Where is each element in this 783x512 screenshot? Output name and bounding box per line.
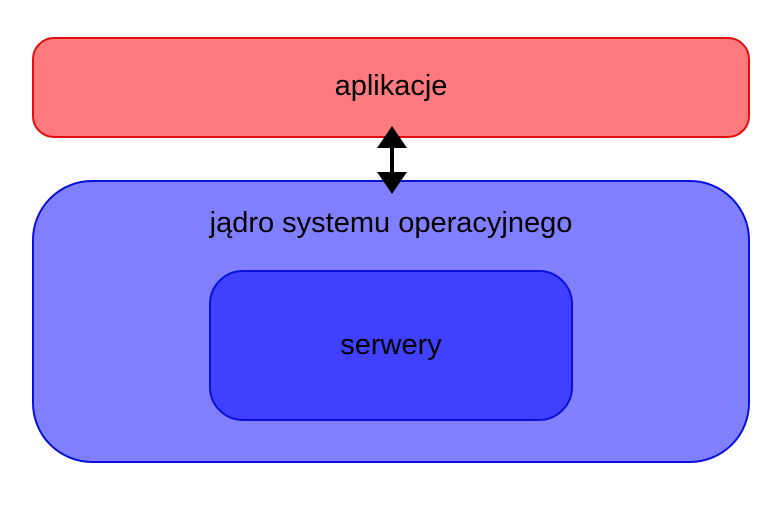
servers-layer: serwery [209, 270, 573, 421]
kernel-layer: jądro systemu operacyjnego serwery [32, 180, 750, 463]
servers-label: serwery [340, 329, 442, 361]
applications-layer: aplikacje [32, 37, 750, 138]
applications-label: aplikacje [334, 70, 448, 102]
kernel-label: jądro systemu operacyjnego [209, 207, 573, 239]
double-arrow-vertical-icon [377, 126, 407, 194]
